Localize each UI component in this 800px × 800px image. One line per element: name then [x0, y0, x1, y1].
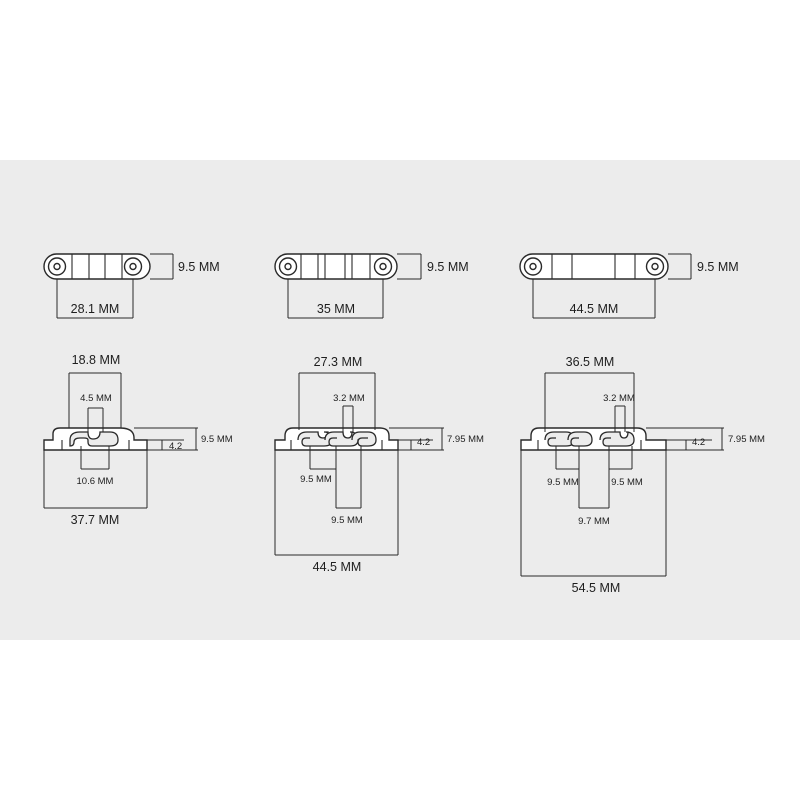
mounting-hole-inner-icon [53, 262, 61, 271]
profile-3-inner-left: 9.5 MM [547, 477, 579, 488]
top-view-1-height: 9.5 MM [178, 260, 220, 274]
mounting-hole-inner-icon [529, 262, 537, 271]
profile-3-slot-width: 3.2 MM [603, 393, 635, 404]
mounting-hole-inner-icon [651, 262, 659, 271]
background-panel [0, 160, 800, 640]
profile-view-1: 18.8 MM 4.5 MM 10.6 MM 37.7 MM 4.2 9.5 M… [43, 353, 233, 527]
top-view-3-width: 44.5 MM [570, 302, 619, 316]
top-view-2-height: 9.5 MM [427, 260, 469, 274]
slot-icon [567, 431, 593, 447]
top-view-1-body [43, 253, 151, 280]
top-view-1-width: 28.1 MM [71, 302, 120, 316]
profile-2-top-span: 27.3 MM [314, 355, 363, 369]
profile-1-top-span: 18.8 MM [72, 353, 121, 367]
top-view-2: 9.5 MM 35 MM [274, 253, 469, 319]
profile-1-inner-width: 10.6 MM [77, 476, 114, 487]
profile-3-step: 4.2 [692, 437, 705, 448]
top-view-2-body [274, 253, 398, 280]
profile-3-total-width: 54.5 MM [572, 581, 621, 595]
top-view-3-height: 9.5 MM [697, 260, 739, 274]
slot-icon [351, 431, 377, 447]
profile-1-step: 4.2 [169, 441, 182, 452]
profile-view-2: 27.3 MM 3.2 MM 9.5 MM 9.5 MM 44.5 MM 4.2… [274, 355, 484, 574]
slot-icon [69, 431, 119, 447]
mounting-hole-inner-icon [379, 262, 387, 271]
profile-2-total-width: 44.5 MM [313, 560, 362, 574]
profile-2-inner-left: 9.5 MM [300, 474, 332, 485]
top-view-3: 9.5 MM 44.5 MM [519, 253, 739, 319]
profile-2-step: 4.2 [417, 437, 430, 448]
top-view-1: 9.5 MM 28.1 MM [43, 253, 220, 319]
slot-icon [599, 431, 635, 447]
profile-3-top-span: 36.5 MM [566, 355, 615, 369]
profile-2-inner-right: 9.5 MM [331, 515, 363, 526]
profile-1-total-width: 37.7 MM [71, 513, 120, 527]
profile-3-height: 7.95 MM [728, 434, 765, 445]
top-view-3-body [519, 253, 669, 280]
profile-2-height: 7.95 MM [447, 434, 484, 445]
mounting-hole-inner-icon [284, 262, 292, 271]
profile-3-inner-right: 9.5 MM [611, 477, 643, 488]
profile-3-body [520, 427, 667, 451]
top-view-2-width: 35 MM [317, 302, 355, 316]
profile-view-3: 36.5 MM 3.2 MM 9.5 MM 9.5 MM 9.7 MM 54.5… [520, 355, 765, 595]
mounting-hole-inner-icon [129, 262, 137, 271]
profile-3-inner-mid: 9.7 MM [578, 516, 610, 527]
profile-1-slot-width: 4.5 MM [80, 393, 112, 404]
profile-2-slot-width: 3.2 MM [333, 393, 365, 404]
profile-1-height: 9.5 MM [201, 434, 233, 445]
